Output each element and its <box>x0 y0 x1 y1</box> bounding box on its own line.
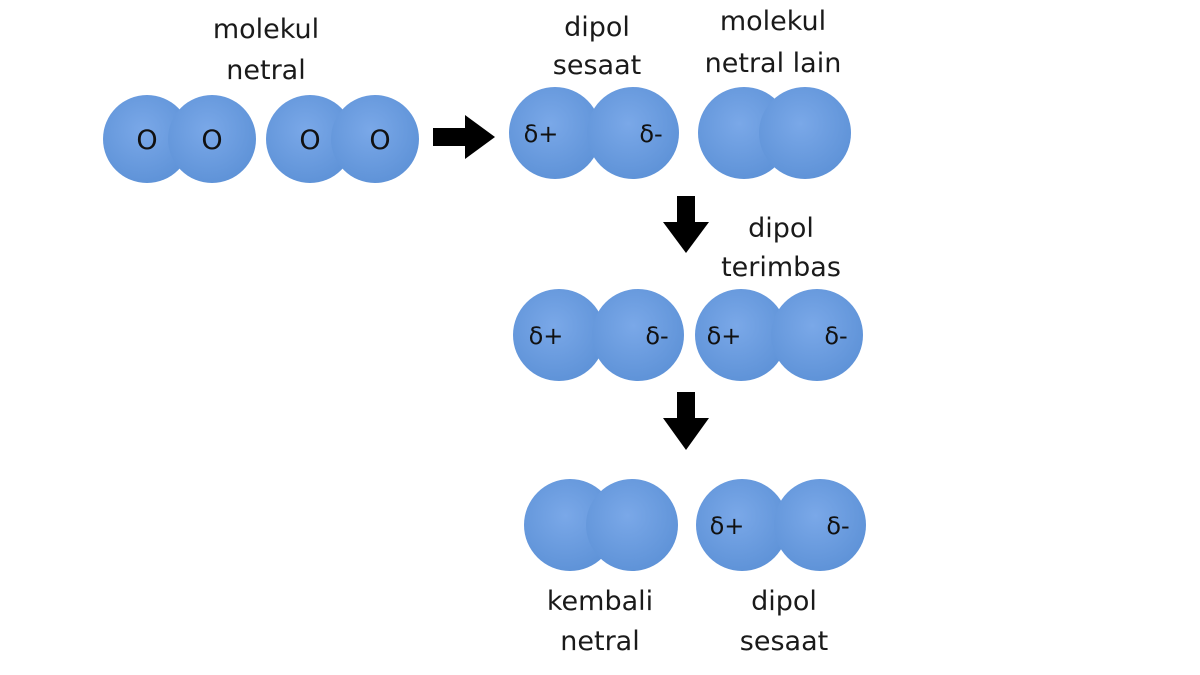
atom-sphere <box>592 289 684 381</box>
atom-sphere <box>771 289 863 381</box>
atom-sphere <box>774 479 866 571</box>
atom-sphere <box>587 87 679 179</box>
partial-negative-label: δ- <box>639 120 662 148</box>
partial-positive-label: δ+ <box>707 322 742 350</box>
label-neutral-molecule-line1: molekul <box>213 14 319 45</box>
neutral-molecule-1: O O <box>103 95 256 183</box>
back-to-neutral-molecule <box>524 479 678 571</box>
atom-sphere <box>168 95 256 183</box>
atom-sphere <box>696 479 788 571</box>
oxygen-label: O <box>136 125 157 156</box>
atom-sphere <box>331 95 419 183</box>
neutral-molecule-2: O O <box>266 95 419 183</box>
instant-dipole-molecule-bottom: δ+ δ- <box>696 479 866 571</box>
label-other-neutral-line2: netral lain <box>705 48 842 79</box>
other-neutral-molecule <box>698 87 851 179</box>
oxygen-label: O <box>299 125 320 156</box>
instant-dipole-molecule-top: δ+ δ- <box>509 87 679 179</box>
label-induced-dipole-line2: terimbas <box>721 252 841 283</box>
atom-sphere <box>103 95 191 183</box>
arrow-right-icon <box>433 115 495 159</box>
partial-positive-label: δ+ <box>524 120 559 148</box>
atom-sphere <box>513 289 605 381</box>
partial-negative-label: δ- <box>824 322 847 350</box>
oxygen-label: O <box>201 125 222 156</box>
label-instant-dipole-bottom-line1: dipol <box>751 586 817 617</box>
partial-negative-label: δ- <box>826 512 849 540</box>
partial-positive-label: δ+ <box>529 322 564 350</box>
label-neutral-molecule-line2: netral <box>226 55 305 86</box>
label-back-to-neutral-line2: netral <box>560 626 639 657</box>
label-instant-dipole-top-line2: sesaat <box>553 50 641 81</box>
partial-negative-label: δ- <box>645 322 668 350</box>
label-instant-dipole-bottom-line2: sesaat <box>740 626 828 657</box>
label-other-neutral-line1: molekul <box>720 6 826 37</box>
label-instant-dipole-top-line1: dipol <box>564 12 630 43</box>
atom-sphere <box>695 289 787 381</box>
atom-sphere <box>759 87 851 179</box>
atom-sphere <box>266 95 354 183</box>
atom-sphere <box>586 479 678 571</box>
instant-dipole-molecule-middle: δ+ δ- <box>513 289 684 381</box>
induced-dipole-molecule: δ+ δ- <box>695 289 863 381</box>
label-back-to-neutral-line1: kembali <box>547 586 653 617</box>
atom-sphere <box>509 87 601 179</box>
arrow-down-icon <box>663 196 709 253</box>
arrow-down-icon <box>663 392 709 450</box>
label-induced-dipole-line1: dipol <box>748 213 814 244</box>
oxygen-label: O <box>369 125 390 156</box>
partial-positive-label: δ+ <box>710 512 745 540</box>
